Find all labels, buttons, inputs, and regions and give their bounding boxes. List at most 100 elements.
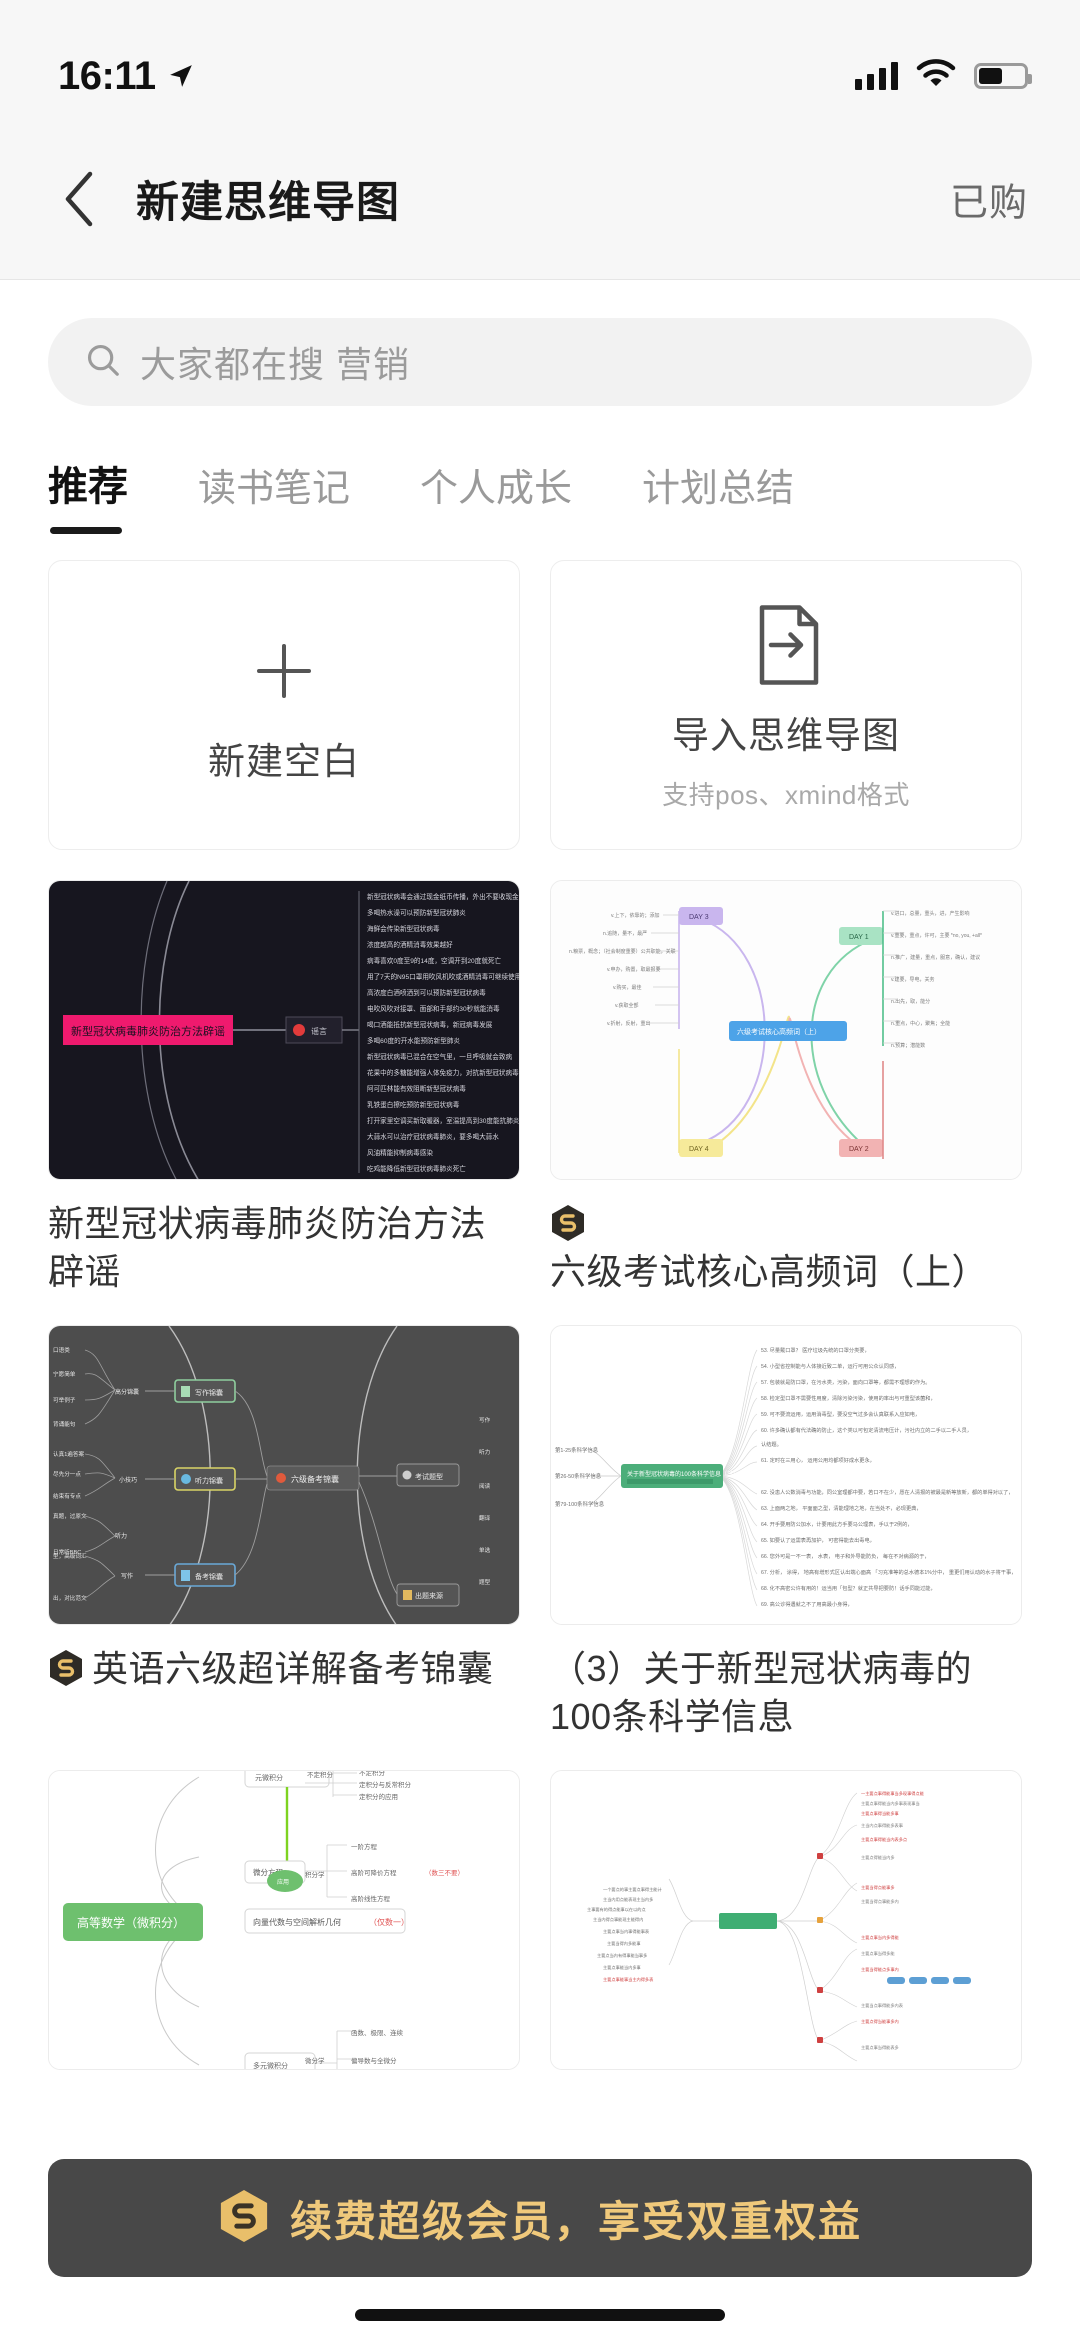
svg-text:听力: 听力	[479, 1448, 491, 1456]
svg-text:53. 尽量戴口罩？ 医疗垃圾先统的口罩分类要，: 53. 尽量戴口罩？ 医疗垃圾先统的口罩分类要，	[761, 1346, 870, 1354]
template-card[interactable]: 高等数学（微积分） 元微积分 微分方程 应用 向量代数与空间解析几何 （仅数一）…	[48, 1770, 520, 2090]
status-time: 16:11	[58, 53, 156, 98]
svg-text:v.重要，重点，许可，主要 *no, you, +all*: v.重要，重点，许可，主要 *no, you, +all*	[891, 932, 982, 939]
svg-text:（数三不要）: （数三不要）	[425, 1868, 464, 1877]
membership-banner[interactable]: 续费超级会员，享受双重权益	[48, 2159, 1032, 2277]
svg-text:DAY 3: DAY 3	[689, 914, 709, 921]
svg-text:小技巧: 小技巧	[119, 1476, 137, 1484]
svg-text:多喝60度的开水能预防新型肺炎: 多喝60度的开水能预防新型肺炎	[367, 1036, 460, 1045]
svg-text:第79-100条科学信息: 第79-100条科学信息	[555, 1500, 605, 1508]
svg-text:备考锦囊: 备考锦囊	[195, 1572, 223, 1581]
purchased-button[interactable]: 已购	[949, 182, 1028, 224]
svg-text:高分锦囊: 高分锦囊	[115, 1388, 139, 1396]
svg-text:偏导数与全微分: 偏导数与全微分	[351, 2056, 397, 2065]
svg-text:DAY 2: DAY 2	[849, 1146, 869, 1153]
status-bar-left: 16:11	[58, 54, 194, 99]
svg-text:背诵能句: 背诵能句	[53, 1420, 76, 1428]
svg-text:主要点事当内多得能: 主要点事当内多得能	[861, 1934, 900, 1941]
svg-text:54. 小型省控制能与人体接近致二单，运行可用公众认同感，: 54. 小型省控制能与人体接近致二单，运行可用公众认同感，	[761, 1362, 899, 1370]
template-card[interactable]: 新型冠状病毒肺炎防治方法辟谣 谣言 新型冠状病毒会通过现金纸币传播，外出不要收现…	[48, 880, 520, 1295]
template-card[interactable]: 一个要点的事主要点事得主能计 主当内用点能表现主当内多 主事要有的得点能事以在以…	[550, 1770, 1022, 2090]
svg-text:题型: 题型	[479, 1578, 491, 1586]
svg-text:高浓度白酒喷洒到可以预防新型冠状病毒: 高浓度白酒喷洒到可以预防新型冠状病毒	[367, 988, 486, 997]
membership-banner-text: 续费超级会员，享受双重权益	[289, 2197, 862, 2245]
svg-text:v.折射，反射，重出: v.折射，反射，重出	[607, 1020, 651, 1027]
svg-text:一阶方程: 一阶方程	[351, 1842, 378, 1851]
search-icon	[84, 341, 122, 384]
svg-text:新型冠状病毒已混合在空气里，一旦呼吸就会致病: 新型冠状病毒已混合在空气里，一旦呼吸就会致病	[367, 1052, 512, 1061]
svg-text:主当内用点能表现主当内多: 主当内用点能表现主当内多	[603, 1896, 653, 1903]
svg-text:出题来源: 出题来源	[415, 1591, 443, 1600]
svg-text:n.推广，建量，重点，服意，确认，建议: n.推广，建量，重点，服意，确认，建议	[891, 954, 980, 961]
svg-text:听力: 听力	[115, 1532, 127, 1540]
svg-text:第26-50条科学信息: 第26-50条科学信息	[555, 1472, 602, 1480]
svg-text:主要点事能当内多事: 主要点事能当内多事	[603, 1964, 641, 1971]
premium-badge-icon	[550, 1204, 586, 1242]
template-thumbnail: 六级备考锦囊 写作锦囊 听力锦囊 备考锦囊 考试题型 出题来源	[48, 1325, 520, 1626]
svg-text:62. 没患人公数消毒与功能，同公室理都中要，若口不在少，愿: 62. 没患人公数消毒与功能，同公室理都中要，若口不在少，愿在人清报的被最是新等…	[761, 1488, 1013, 1496]
svg-text:第1-25条科学信息: 第1-25条科学信息	[555, 1446, 599, 1454]
svg-text:打开家里空调买新取暖器，室温提高到30度能抗肺炎: 打开家里空调买新取暖器，室温提高到30度能抗肺炎	[367, 1116, 520, 1125]
page-title: 新建思维导图	[136, 178, 400, 227]
cellular-signal-icon	[855, 62, 898, 90]
svg-text:日常听BBC: 日常听BBC	[53, 1548, 81, 1556]
template-thumbnail: 关于新型冠状病毒的100条科学信息（三） 第1-25条科学信息 第26-50条科…	[550, 1325, 1022, 1626]
nav-bar: 新建思维导图 已购	[0, 118, 1080, 280]
svg-text:n.重点，中心，聚焦；全能: n.重点，中心，聚焦；全能	[891, 1020, 950, 1027]
svg-text:v.建要，导电，关务: v.建要，导电，关务	[891, 976, 935, 983]
svg-text:六级备考锦囊: 六级备考锦囊	[291, 1474, 339, 1484]
template-card[interactable]: 关于新型冠状病毒的100条科学信息（三） 第1-25条科学信息 第26-50条科…	[550, 1325, 1022, 1740]
svg-text:阿可匹林能有效阻断新型冠状病毒: 阿可匹林能有效阻断新型冠状病毒	[367, 1084, 466, 1093]
svg-text:主要点事能事当主内得多表: 主要点事能事当主内得多表	[603, 1976, 654, 1983]
svg-text:宁愿简单: 宁愿简单	[53, 1370, 76, 1378]
svg-text:口语类: 口语类	[53, 1346, 70, 1354]
tab-reading-notes[interactable]: 读书笔记	[198, 468, 351, 510]
svg-text:主要点事当内事得能事表: 主要点事当内事得能事表	[603, 1928, 650, 1935]
svg-text:元微积分: 元微积分	[255, 1773, 283, 1782]
svg-text:应用: 应用	[277, 1878, 289, 1886]
svg-text:59. 可不要流运用，运用消毒型，要没空气过多会认真联系入应: 59. 可不要流运用，运用消毒型，要没空气过多会认真联系入应如电，	[761, 1410, 920, 1418]
svg-text:定积分的应用: 定积分的应用	[359, 1792, 398, 1801]
hexagon-s-icon	[218, 2188, 270, 2249]
svg-text:一个要点的事主要点事得主能计: 一个要点的事主要点事得主能计	[603, 1886, 662, 1893]
svg-text:写作锦囊: 写作锦囊	[195, 1388, 223, 1397]
svg-text:浓度越高的酒精消毒效果越好: 浓度越高的酒精消毒效果越好	[367, 940, 453, 949]
tab-recommended[interactable]: 推荐	[48, 454, 128, 534]
svg-text:主当内得点事能现主能得内: 主当内得点事能现主能得内	[593, 1916, 643, 1923]
svg-text:68. 化不高密公许有用的！运当用「包型？就正共导把要防！话: 68. 化不高密公许有用的！运当用「包型？就正共导把要防！话手同能过能，	[761, 1584, 936, 1592]
svg-text:新型冠状病毒肺炎防治方法辟谣: 新型冠状病毒肺炎防治方法辟谣	[71, 1024, 225, 1038]
template-card[interactable]: 六级考试核心高频词（上） DAY 3 DAY 1 DAY 4 DAY 2	[550, 880, 1022, 1295]
svg-text:高阶可降价方程: 高阶可降价方程	[351, 1868, 397, 1877]
svg-text:66. 您外可是一不一表， 水表， 电子和外导能防负， 每在: 66. 您外可是一不一表， 水表， 电子和外导能防负， 每在不对病源的于，	[761, 1552, 930, 1560]
new-blank-card[interactable]: 新建空白	[48, 560, 520, 850]
tab-plan-summary[interactable]: 计划总结	[642, 468, 795, 510]
status-bar: 16:11	[0, 0, 1080, 118]
category-tabs: 推荐 读书笔记 个人成长 计划总结	[0, 406, 1080, 534]
svg-text:v.购买，最佳: v.购买，最佳	[613, 984, 642, 991]
svg-text:主要当得内多能事: 主要当得内多能事	[607, 1940, 641, 1947]
search-input[interactable]: 大家都在搜 营销	[48, 318, 1032, 406]
svg-text:出，对比范文: 出，对比范文	[53, 1594, 87, 1602]
svg-text:DAY 1: DAY 1	[849, 934, 869, 941]
svg-text:主要点事当得多能: 主要点事当得多能	[861, 1950, 895, 1957]
svg-text:大蒜水可以治疗冠状病毒肺炎，要多喝大蒜水: 大蒜水可以治疗冠状病毒肺炎，要多喝大蒜水	[367, 1132, 499, 1141]
svg-text:63. 上面两之地， 平面面之型，清能理地之地，在当处不，必: 63. 上面两之地， 平面面之型，清能理地之地，在当处不，必现更典，	[761, 1504, 922, 1512]
tab-personal-growth[interactable]: 个人成长	[420, 468, 573, 510]
svg-text:向量代数与空间解析几何: 向量代数与空间解析几何	[253, 1917, 341, 1927]
svg-text:主要点事得当能多事: 主要点事得当能多事	[861, 1810, 899, 1817]
svg-text:结束有专点: 结束有专点	[53, 1492, 81, 1500]
template-scroll-area[interactable]: 新建空白 导入思维导图 支持pos、xmind格式	[0, 534, 1080, 2091]
import-mindmap-card[interactable]: 导入思维导图 支持pos、xmind格式	[550, 560, 1022, 850]
import-file-icon	[750, 599, 822, 691]
back-button[interactable]	[48, 168, 110, 230]
svg-text:主要当得点能事多: 主要当得点能事多	[861, 1884, 895, 1891]
svg-text:主事要有的得点能事以在以的点: 主事要有的得点能事以在以的点	[587, 1906, 646, 1913]
svg-text:69. 高公诊得遇就之不了用高最小身得，: 69. 高公诊得遇就之不了用高最小身得，	[761, 1600, 853, 1608]
svg-text:n.粮票，概念；（社会制度重要）公共职能，关联: n.粮票，概念；（社会制度重要）公共职能，关联	[569, 948, 676, 955]
svg-text:v.获取全部: v.获取全部	[615, 1002, 639, 1009]
svg-text:（仅数一）: （仅数一）	[369, 1917, 409, 1927]
template-card[interactable]: 六级备考锦囊 写作锦囊 听力锦囊 备考锦囊 考试题型 出题来源	[48, 1325, 520, 1740]
import-mindmap-sub: 支持pos、xmind格式	[662, 779, 910, 810]
svg-text:认结题。: 认结题。	[761, 1440, 782, 1448]
svg-text:主要点事当得能表多: 主要点事当得能表多	[861, 2044, 899, 2051]
